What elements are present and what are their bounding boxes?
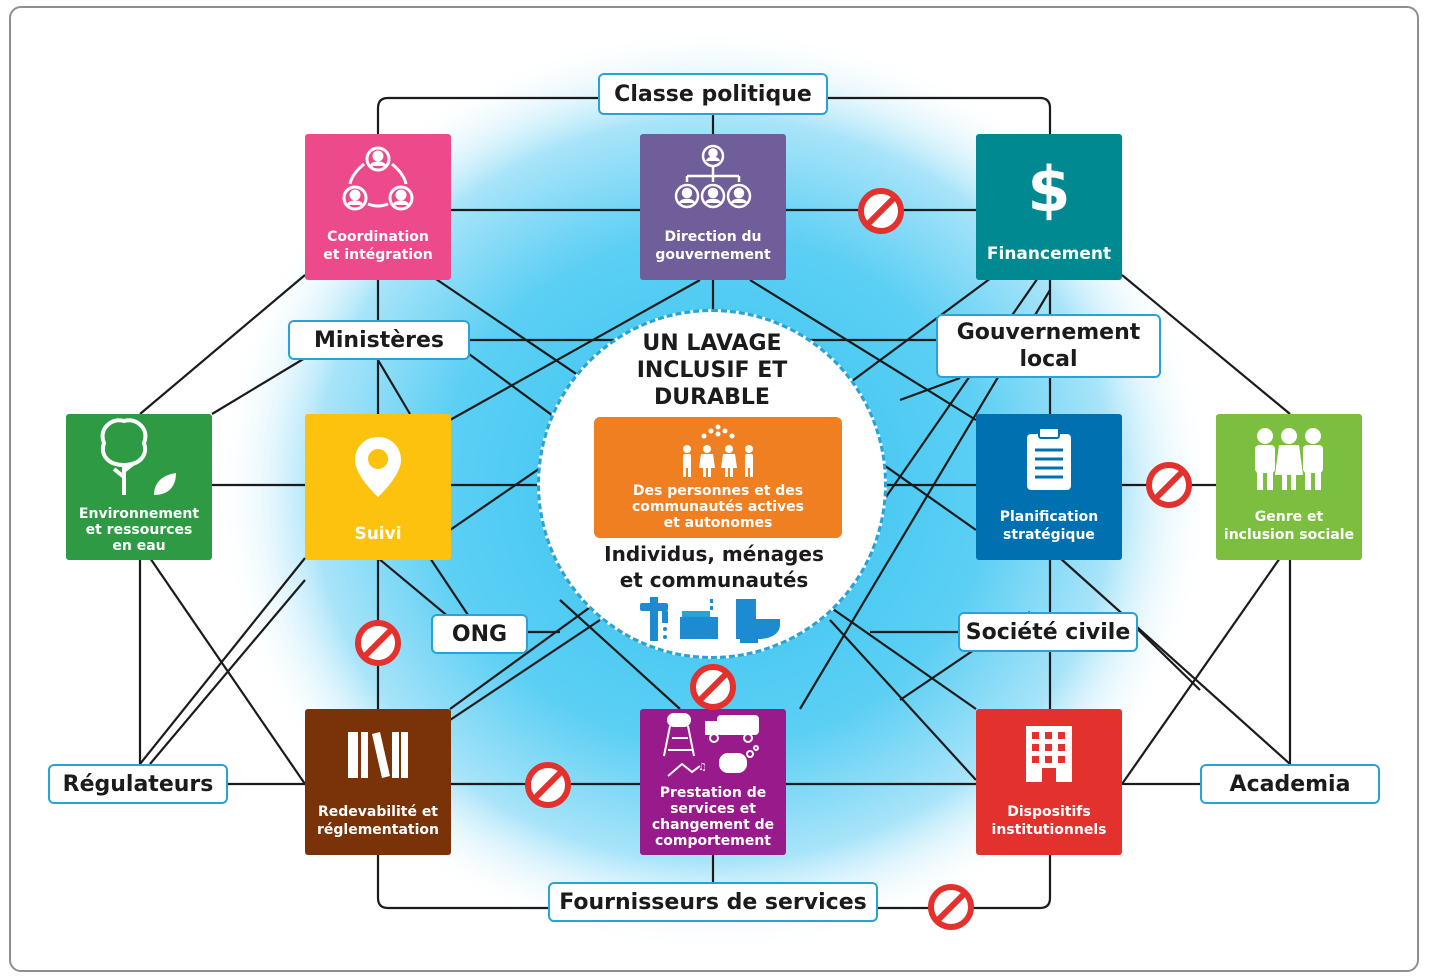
- services-icon: ♫: [658, 710, 768, 784]
- tile-label: Suivi: [354, 524, 402, 544]
- tag-regulateurs: Régulateurs: [48, 764, 228, 804]
- connector-lines: [138, 96, 1292, 910]
- center-subtitle: Individus, ménages et communautés: [604, 542, 824, 592]
- tile-suivi: Suivi: [305, 414, 451, 560]
- tag-ministeres: Ministères: [288, 320, 470, 360]
- water-tap-icon: [640, 597, 668, 641]
- tile-label: Financement: [986, 244, 1112, 264]
- handwashing-icon: [680, 599, 718, 639]
- no-entry-icon: [355, 620, 401, 666]
- people-group-icon: [675, 424, 761, 483]
- tile-prestation: ♫ Prestation de services et changement d…: [640, 709, 786, 855]
- tile-label: Dispositifs institutionnels: [991, 804, 1107, 838]
- no-entry-icon: [1146, 462, 1192, 508]
- tag-societe-civile: Société civile: [958, 612, 1138, 652]
- tile-direction: Direction du gouvernement: [640, 134, 786, 280]
- tile-financement: $ Financement: [976, 134, 1122, 280]
- tile-label: Environnement et ressources en eau: [78, 506, 200, 554]
- toilet-icon: [736, 599, 780, 643]
- wash-icons: [640, 597, 790, 649]
- no-entry-icon: [525, 762, 571, 808]
- tree-leaf-icon: [94, 417, 184, 503]
- tag-fournisseurs: Fournisseurs de services: [548, 882, 878, 922]
- family-icon: [1251, 426, 1327, 496]
- tile-redevabilite: Redevabilité et réglementation: [305, 709, 451, 855]
- no-entry-icon: [690, 664, 736, 710]
- tile-dispositifs: Dispositifs institutionnels: [976, 709, 1122, 855]
- tag-gouvernement-local: Gouvernement local: [936, 314, 1161, 378]
- tile-label: Direction du gouvernement: [655, 229, 771, 263]
- tag-academia: Academia: [1200, 764, 1380, 804]
- clipboard-icon: [1025, 426, 1073, 496]
- tag-classe-politique: Classe politique: [598, 73, 828, 115]
- tile-coordination: Coordination et intégration: [305, 134, 451, 280]
- center-outcome-box: Des personnes et des communautés actives…: [594, 417, 842, 538]
- tile-planification: Planification stratégique: [976, 414, 1122, 560]
- books-icon: [346, 728, 410, 784]
- no-entry-icon: [858, 188, 904, 234]
- center-box-label: Des personnes et des communautés actives…: [631, 483, 805, 531]
- svg-text:♫: ♫: [698, 762, 707, 773]
- people-cycle-icon: [342, 146, 414, 216]
- tile-label: Planification stratégique: [999, 509, 1099, 543]
- tile-label: Prestation de services et changement de …: [651, 785, 775, 849]
- tile-label: Redevabilité et réglementation: [317, 804, 439, 838]
- center-title: UN LAVAGE INCLUSIF ET DURABLE: [636, 331, 788, 410]
- map-pin-icon: [353, 435, 403, 503]
- tile-environnement: Environnement et ressources en eau: [66, 414, 212, 560]
- tag-ong: ONG: [431, 614, 528, 654]
- dollar-icon: $: [1027, 152, 1071, 226]
- tile-label: Genre et inclusion sociale: [1223, 509, 1355, 543]
- building-icon: [1024, 724, 1074, 788]
- tile-label: Coordination et intégration: [323, 229, 433, 263]
- org-chart-icon: [673, 144, 753, 218]
- no-entry-icon: [928, 884, 974, 930]
- tile-genre: Genre et inclusion sociale: [1216, 414, 1362, 560]
